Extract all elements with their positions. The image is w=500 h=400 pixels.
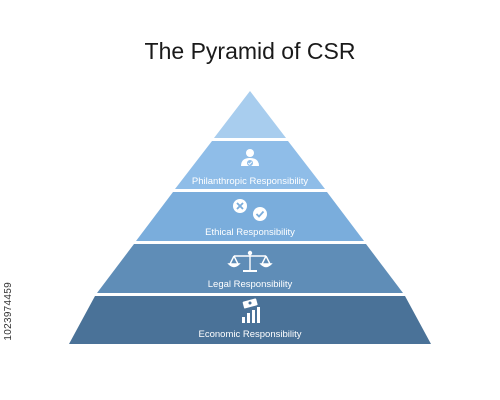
page-title: The Pyramid of CSR (144, 38, 356, 64)
tier-top (214, 91, 286, 138)
tier-label-ethical: Ethical Responsibility (205, 227, 295, 238)
scales-icon (227, 250, 273, 272)
person-check-icon (241, 149, 259, 166)
cross-check-icon (233, 199, 267, 221)
tier-label-legal: Legal Responsibility (207, 279, 293, 290)
tier-label-philanthropic: Philanthropic Responsibility (191, 176, 309, 187)
money-chart-icon (242, 298, 260, 323)
watermark-id: 1023974459 (3, 282, 14, 341)
tier-label-economic: Economic Responsibility (198, 329, 302, 340)
tier-ethical (136, 192, 364, 241)
